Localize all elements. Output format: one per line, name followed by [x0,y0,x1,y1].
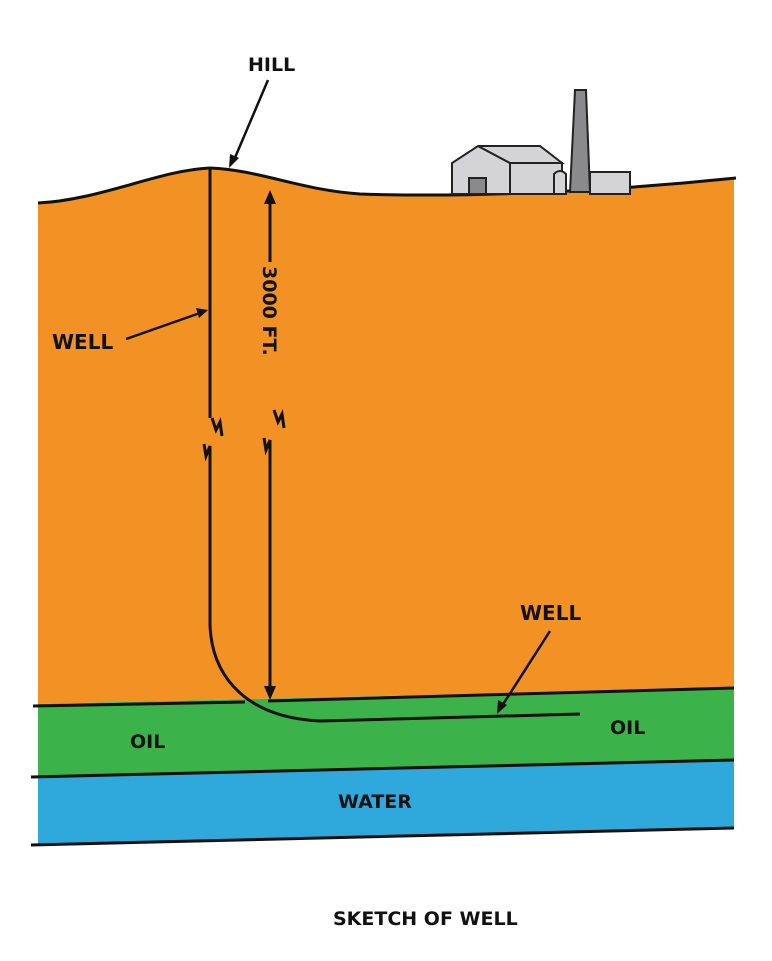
hill-label: HILL [248,54,295,76]
oil-top-line-left [32,700,246,708]
chimney-icon [568,89,592,193]
well-pipe-lower [208,458,581,723]
well-pointer-line-lower [500,630,552,707]
depth-break-symbol-lower [262,437,272,456]
depth-arrow-down [264,686,276,700]
building-icon [451,144,631,195]
oil-label-right: OIL [610,717,645,739]
water-label: WATER [338,791,412,813]
hill-pointer-line [232,79,270,161]
oil-top-line-right [267,686,735,703]
hill-pointer-arrowhead [229,154,239,168]
water-layer [38,760,734,844]
well-break-symbol-upper [210,417,224,437]
diagram-title: SKETCH OF WELL [333,908,518,930]
oil-water-boundary [30,758,735,779]
well-pointer-arrowhead-upper [196,308,208,318]
water-bottom-line [30,826,735,847]
well-break-symbol-lower [202,443,212,462]
well-label-horizontal: WELL [520,601,581,625]
well-pointer-arrowhead-lower [497,700,507,714]
rock-layer [38,168,734,704]
oil-layer [38,688,734,776]
depth-break-symbol-upper [272,409,286,429]
depth-arrow-up [264,190,276,204]
well-pointer-line-upper [125,311,201,341]
depth-label: 3000 FT. [258,266,280,356]
well-label-vertical: WELL [52,330,113,354]
oil-label-left: OIL [130,731,165,753]
